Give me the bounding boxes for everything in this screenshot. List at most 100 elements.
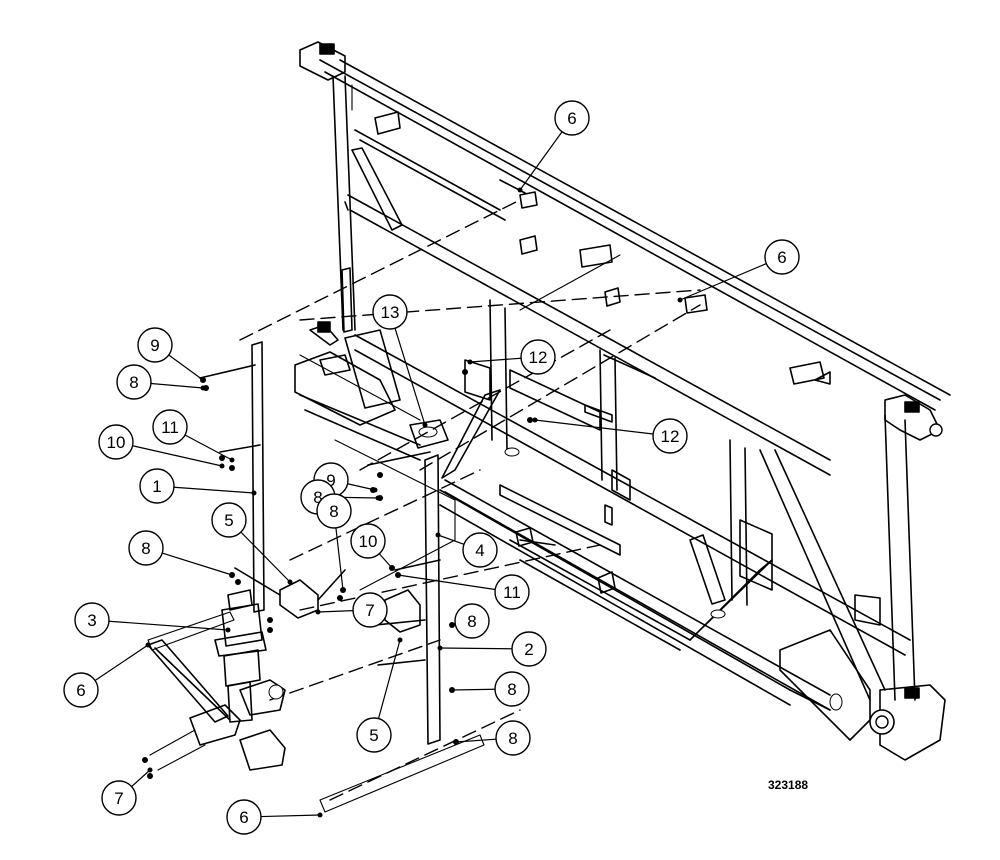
leader-end-dot [251,490,257,496]
leader-end-dot [437,645,443,651]
callout-7: 7 [101,780,137,816]
callout-8: 8 [316,493,352,529]
callout-label: 4 [475,541,484,560]
callout-6: 6 [764,239,800,275]
callout-10: 10 [98,424,134,460]
callout-circle [511,631,547,667]
leader-line [150,382,204,389]
mounting-parts [147,341,485,813]
callout-label: 8 [467,612,476,631]
callout-10: 10 [350,523,386,559]
callout-label: 12 [661,427,680,446]
callout-label: 1 [152,477,161,496]
callout-6: 6 [226,799,262,835]
leader-line [534,419,654,435]
callout-label: 10 [359,532,378,551]
bracket-bar-1 [251,341,265,613]
callout-label: 6 [239,808,248,827]
leader-line [437,534,465,545]
leader-end-dot [532,417,538,423]
callout-label: 9 [326,471,335,490]
callout-label: 6 [567,109,576,128]
leader-line [455,738,497,743]
callout-circle [116,364,152,400]
callout-circle [764,239,800,275]
leader-line [168,354,204,381]
callout-11: 11 [152,409,188,445]
callout-12: 12 [520,339,556,375]
callout-label: 8 [329,502,338,521]
callout-circle [152,409,188,445]
leader-line [519,131,563,191]
leader-line [173,486,255,494]
leader-line [469,357,522,363]
leader-line [260,814,321,818]
leader-line [240,531,291,583]
callout-circle [372,294,408,330]
boom-frame [239,41,951,801]
callout-circle [494,671,530,707]
callout-label: 12 [529,348,548,367]
callout-8: 8 [116,364,152,400]
callout-3: 3 [74,602,110,638]
callout-circle [128,530,164,566]
callout-label: 13 [381,303,400,322]
callout-label: 8 [508,729,517,748]
bracket-bar-2 [424,454,441,745]
leader-line [184,434,233,461]
leader-end-dot [225,627,231,633]
leader-end-dot [449,687,455,693]
leader-end-dot [147,767,153,773]
callout-12: 12 [652,418,688,454]
leader-end-dot [422,422,428,428]
leader-lines [94,131,767,818]
callout-circle [316,493,352,529]
callout-circle [495,720,531,756]
leader-line [94,644,149,682]
leader-line [162,552,233,576]
leader-line [108,620,229,631]
callout-5: 5 [211,502,247,538]
leader-end-dot [372,487,378,493]
leader-line [335,527,344,591]
leader-end-dot [467,359,473,365]
leader-line [439,647,513,650]
callout-6: 6 [63,672,99,708]
callout-circle [101,780,137,816]
callout-8: 8 [128,530,164,566]
callout-circle [98,424,134,460]
valve-assembly [147,589,286,771]
callout-13: 13 [372,294,408,330]
leader-line [451,688,496,691]
leader-line [347,483,376,491]
callout-circle [454,603,490,639]
callout-2: 2 [511,631,547,667]
leader-end-dot [449,622,455,628]
leader-end-dot [517,187,523,193]
callout-label: 7 [365,601,374,620]
callout-circle [462,532,498,568]
callout-8: 8 [494,671,530,707]
callout-8: 8 [454,603,490,639]
leader-line [679,263,767,301]
leader-line [132,445,223,467]
leader-end-dot [200,377,206,383]
leader-end-dot [389,565,395,571]
callout-label: 8 [129,373,138,392]
callout-6: 6 [554,100,590,136]
callout-label: 11 [161,418,179,437]
leader-line [397,574,496,591]
callout-circle [226,799,262,835]
callout-circle [520,339,556,375]
callout-8: 8 [495,720,531,756]
leader-end-dot [375,495,381,501]
callout-label: 2 [524,640,533,659]
callout-7: 7 [352,592,388,628]
leader-line [394,328,426,426]
callout-11: 11 [494,574,530,610]
callout-circle [494,574,530,610]
leader-end-dot [340,587,346,593]
leader-end-dot [397,637,403,643]
